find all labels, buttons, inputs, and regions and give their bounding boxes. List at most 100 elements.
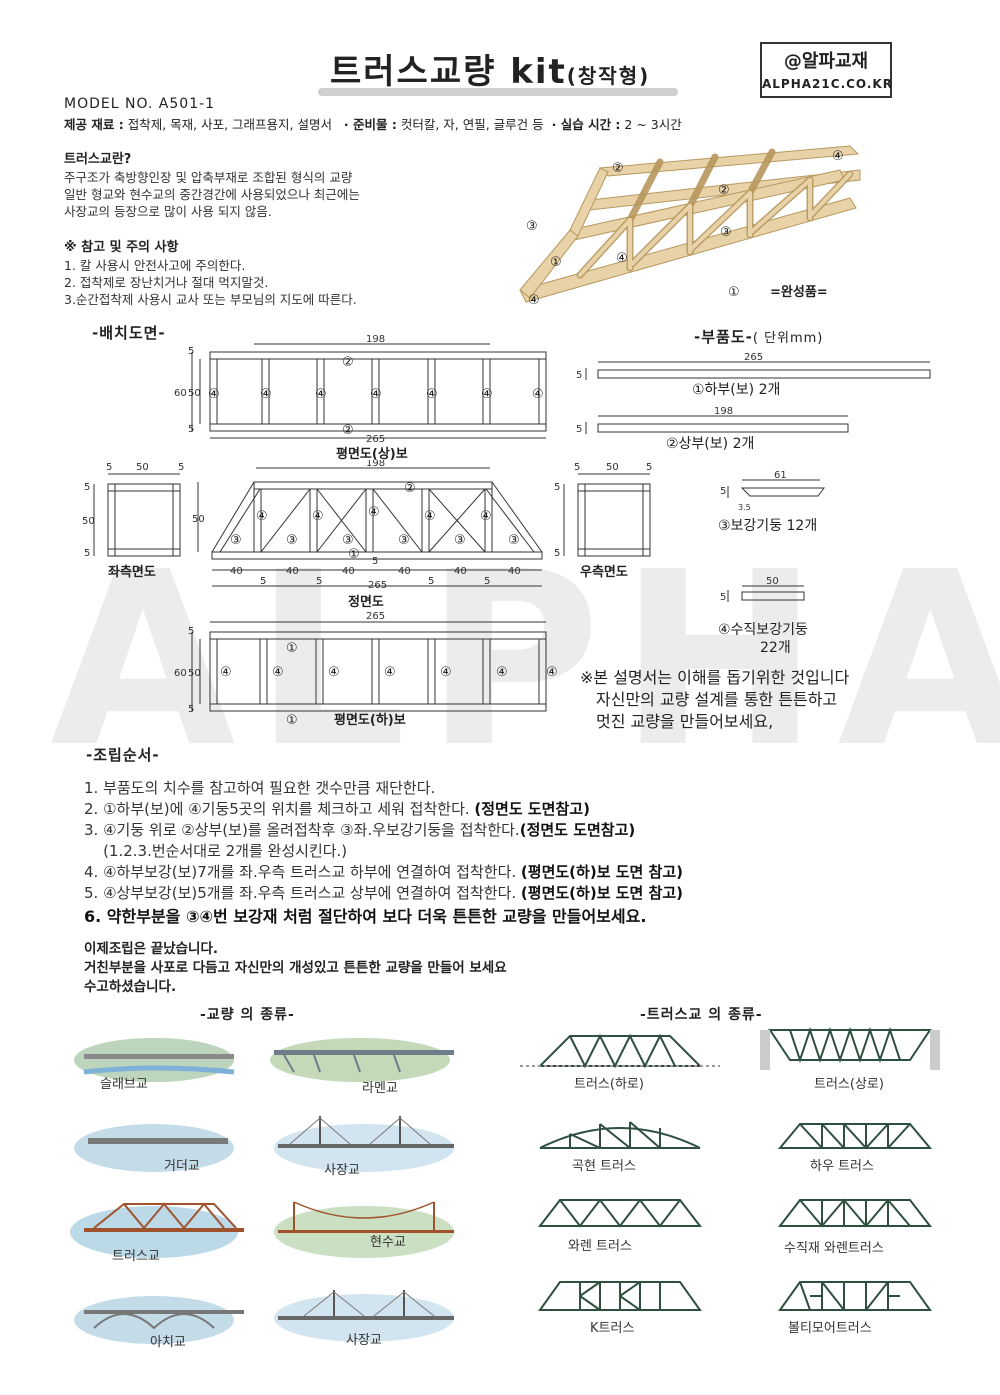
dim-label: 40 xyxy=(342,566,355,577)
dim-label: 5 xyxy=(574,462,580,473)
intro-heading: 트러스교란? xyxy=(64,152,132,167)
caution-item: 1. 칼 사용시 안전사고에 주의한다. xyxy=(64,258,246,273)
photo-marker: ④ xyxy=(528,293,540,308)
finished-bridge-image: ② ④ ② ③ ③ ① ④ ④ ① =완성품= xyxy=(519,145,861,308)
dim-label: 5 xyxy=(188,626,194,637)
truss-types-title: -트러스교 의 종류- xyxy=(640,1007,763,1023)
assembly-step: 5. ④상부보강(보)5개를 좌.우측 트러스교 상부에 연결하여 접착한다. … xyxy=(84,884,683,902)
watermark: ALPHA xyxy=(50,520,1000,800)
bridge-type-label: 슬래브교 xyxy=(100,1077,148,1092)
part-marker: ④ xyxy=(496,665,508,680)
part-marker: ④ xyxy=(532,387,544,402)
girder-bridge-illustration xyxy=(74,1124,234,1172)
part-marker: ④ xyxy=(256,509,268,524)
part-marker: ① xyxy=(286,641,298,656)
part-marker: ② xyxy=(342,423,354,438)
note-line: 멋진 교량을 만들어보세요, xyxy=(596,712,774,731)
brand-box: @알파교재 ALPHA21C.CO.KR xyxy=(760,42,892,98)
dim-label: 265 xyxy=(366,611,385,622)
finish-line: 수고하셨습니다. xyxy=(84,979,177,995)
dim-label: 198 xyxy=(366,460,385,469)
part-marker: ④ xyxy=(260,387,272,402)
dim-label: 265 xyxy=(368,580,387,591)
bridge-type-label: 사장교 xyxy=(346,1333,382,1348)
part-marker: ④ xyxy=(424,509,436,524)
part-marker: ② xyxy=(404,481,416,496)
part-marker: ③ xyxy=(286,533,298,548)
dim-label: 5 xyxy=(576,370,582,381)
baltimore-truss-diagram xyxy=(778,1281,932,1311)
part-marker: ③ xyxy=(454,533,466,548)
assembly-title: -조립순서- xyxy=(86,746,160,764)
dim-label: 5 xyxy=(554,482,560,493)
dim-label: 40 xyxy=(454,566,467,577)
assembly-step: 3. ④기둥 위로 ②상부(보)를 올려접착후 ③좌.우보강기둥을 접착한다.(… xyxy=(84,821,636,839)
note-line: 자신만의 교량 설계를 통한 튼튼하고 xyxy=(596,690,838,709)
dim-label: 5 xyxy=(188,346,194,357)
caution-heading: ※ 참고 및 주의 사항 xyxy=(64,240,179,255)
title-underline xyxy=(318,88,678,96)
parts-title: -부품도-( 단위mm) xyxy=(694,326,823,347)
part-marker: ④ xyxy=(481,387,493,402)
front-view-caption: 정면도 xyxy=(348,594,384,610)
front-view-drawing: 198 50 40 40 40 40 40 40 5 5 5 5 5 265 ②… xyxy=(192,460,543,610)
howe-truss-diagram xyxy=(777,1123,933,1149)
dim-label: 40 xyxy=(508,566,521,577)
dim-label: 5 xyxy=(428,576,434,587)
photo-marker: ② xyxy=(718,183,730,198)
caution-item: 2. 접착제로 장난치거나 절대 먹지말것. xyxy=(64,275,269,290)
part-marker: ③ xyxy=(230,533,242,548)
dim-label: 5 xyxy=(554,548,560,559)
bridge-type-label: 사장교 xyxy=(324,1163,360,1178)
part-label: ④수직보강기둥 xyxy=(718,622,808,638)
through-truss-diagram xyxy=(520,1033,720,1069)
suspension-bridge-illustration xyxy=(274,1201,454,1258)
bridge-type-label: 트러스교 xyxy=(112,1249,160,1264)
dim-label: 50 xyxy=(188,388,201,399)
dim-label: 50 xyxy=(766,576,779,587)
bridge-types-illustrations: 슬래브교 라멘교 거더교 사장교 트러스교 현수교 아치교 사장교 xyxy=(70,1038,454,1350)
photo-marker: ④ xyxy=(832,149,844,164)
dim-label: 198 xyxy=(366,334,385,345)
brand-url: ALPHA21C.CO.KR xyxy=(762,77,893,91)
dim-label: 5 xyxy=(188,424,194,435)
part-marker: ① xyxy=(348,547,360,562)
rahmen-bridge-illustration xyxy=(270,1038,454,1082)
left-side-drawing: 50 5 5 50 5 5 좌측면도 xyxy=(82,462,184,580)
part-marker: ④ xyxy=(480,509,492,524)
cable-stayed-bridge-illustration xyxy=(274,1116,454,1172)
note-block: ※본 설명서는 이해를 돕기위한 것입니다 자신만의 교량 설계를 통한 튼튼하… xyxy=(580,667,980,733)
note-line: ※본 설명서는 이해를 돕기위한 것입니다 xyxy=(580,668,850,687)
dim-label: 265 xyxy=(366,434,385,445)
part-marker: ④ xyxy=(426,387,438,402)
intro-block: 트러스교란? 주구조가 축방향인장 및 압축부재로 조합된 형식의 교량 일반 … xyxy=(64,148,494,220)
truss-bridge-illustration xyxy=(70,1202,244,1258)
right-side-caption: 우측면도 xyxy=(580,564,628,580)
part-marker: ④ xyxy=(546,665,558,680)
curved-chord-truss-diagram xyxy=(539,1121,701,1149)
truss-type-label: 트러스(상로) xyxy=(814,1077,884,1092)
part-marker: ④ xyxy=(328,665,340,680)
photo-marker: ③ xyxy=(720,225,732,240)
dim-label: 5 xyxy=(260,576,266,587)
photo-marker: ④ xyxy=(616,251,628,266)
part-marker: ③ xyxy=(398,533,410,548)
part-label: ③보강기둥 12개 xyxy=(718,518,817,534)
assembly-step: 1. 부품도의 치수를 참고하여 필요한 갯수만큼 재단한다. xyxy=(84,779,436,797)
assembly-step: (1.2.3.번순서대로 2개를 완성시킨다.) xyxy=(84,842,348,860)
assembly-steps: 1. 부품도의 치수를 참고하여 필요한 갯수만큼 재단한다. 2. ①하부(보… xyxy=(84,778,964,927)
bottom-plan-drawing: 265 60 50 5 5 ① ① ④ ④ ④ ④ ④ ④ ④ 평면도(하)보 xyxy=(174,611,558,728)
part-marker: ② xyxy=(342,355,354,370)
top-plan-caption: 평면도(상)보 xyxy=(336,446,408,462)
photo-marker: ② xyxy=(612,161,624,176)
part-marker: ④ xyxy=(368,505,380,520)
finish-block: 이제조립은 끝났습니다. 거친부분을 사포로 다듬고 자신만의 개성있고 튼튼한… xyxy=(84,940,507,997)
parts-drawing: 265 5 198 5 61 5 3.5 50 5 ①하부(보) 2개 ②상부(… xyxy=(576,352,931,656)
part-label: ②상부(보) 2개 xyxy=(666,436,754,452)
dim-label: 60 xyxy=(174,388,187,399)
supply-value: 접착제, 목재, 사포, 그래프용지, 설명서 xyxy=(127,117,332,132)
dim-label: 5 xyxy=(316,576,322,587)
truss-type-label: K트러스 xyxy=(590,1321,634,1336)
part-marker: ④ xyxy=(370,387,382,402)
time-label: · 실습 시간 : xyxy=(551,117,621,132)
